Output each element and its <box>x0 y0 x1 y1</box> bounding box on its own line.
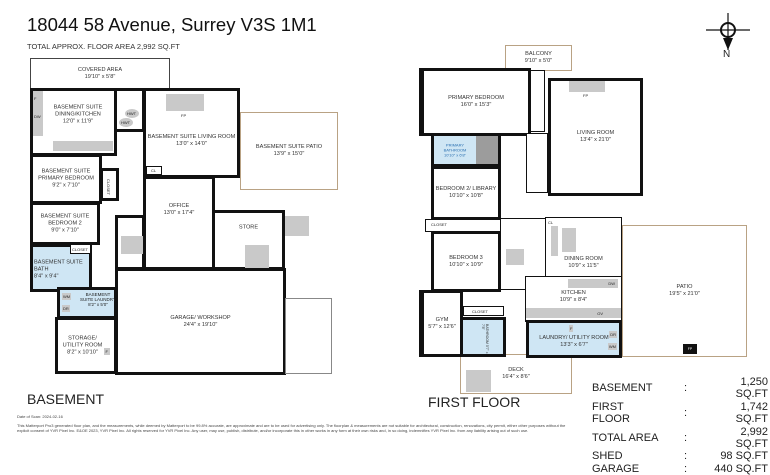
first-floor-label: FIRST FLOOR <box>428 394 521 410</box>
compass-north-label: N <box>723 49 731 60</box>
closets-column <box>526 133 548 193</box>
deck-stairs <box>466 370 491 392</box>
fireplace-icon <box>166 94 204 111</box>
room-hwt-closet: HWT HWT <box>114 88 145 132</box>
dryer-icon: DR <box>609 331 617 338</box>
closet: CLOSET <box>100 168 119 201</box>
fridge-label: F <box>34 96 37 101</box>
fireplace-label: FP <box>181 113 187 118</box>
carport-shed <box>285 298 332 374</box>
stairs <box>245 245 269 269</box>
compass-icon <box>706 10 750 54</box>
disclaimer: This Matterport Pro3 generated floor pla… <box>17 423 566 433</box>
room-bathroom: BATHROOM 5'7" x 7'8" <box>460 317 506 357</box>
fireplace-icon <box>569 81 605 92</box>
closet-cl: CL <box>146 166 162 175</box>
scan-date: Date of Scan: 2024-02-16 <box>17 414 63 419</box>
area-row: FIRST FLOOR:1,742 SQ.FT <box>592 400 768 426</box>
kitchen-island: DW <box>568 279 618 288</box>
fireplace-label: FP <box>583 93 589 98</box>
total-area-subtitle: TOTAL APPROX. FLOOR AREA 2,992 SQ.FT <box>27 42 180 51</box>
washer-icon: WM <box>62 293 72 300</box>
closet: CLOSET <box>463 306 504 316</box>
dining-table <box>562 228 576 252</box>
area-row: GARAGE:440 SQ.FT <box>592 462 768 475</box>
water-heater-icon: HWT <box>125 109 139 118</box>
area-row: SHED:98 SQ.FT <box>592 450 768 463</box>
kitchen-counter <box>53 141 113 151</box>
dryer-icon: DR <box>62 305 70 312</box>
room-store: STORE <box>212 210 285 270</box>
area-summary-table: BASEMENT:1,250 SQ.FT FIRST FLOOR:1,742 S… <box>590 376 770 475</box>
page-title: 18044 58 Avenue, Surrey V3S 1M1 <box>27 14 317 35</box>
dishwasher-label: DW <box>34 114 41 119</box>
kitchen-counter: OV <box>526 308 621 318</box>
water-heater-icon: HWT <box>119 118 133 127</box>
closet: CLOSET <box>70 244 91 254</box>
fire-pit-icon: FP <box>683 344 697 354</box>
closets-column <box>530 70 545 132</box>
area-row: BASEMENT:1,250 SQ.FT <box>592 376 768 401</box>
stairs <box>115 215 145 270</box>
shower <box>476 136 498 164</box>
furnace-icon: F <box>103 348 110 355</box>
washer-icon: WM <box>607 343 617 350</box>
exterior-stairs <box>285 216 309 236</box>
area-row: TOTAL AREA:2,992 SQ.FT <box>592 425 768 451</box>
kitchen-counter <box>33 91 43 136</box>
furnace-icon: F <box>569 325 574 332</box>
basement-floor-label: BASEMENT <box>27 391 105 407</box>
cabinet <box>551 226 558 256</box>
